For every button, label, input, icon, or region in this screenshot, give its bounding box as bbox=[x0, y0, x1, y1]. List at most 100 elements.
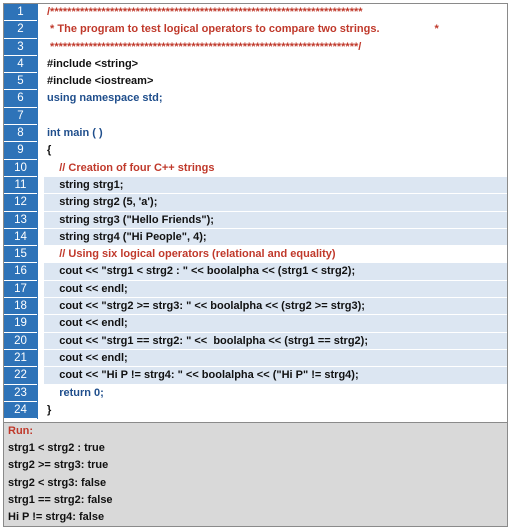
run-line: strg1 < strg2 : true bbox=[8, 442, 105, 455]
code-text: int main ( ) bbox=[44, 125, 507, 143]
line-number: 15 bbox=[4, 246, 37, 264]
code-line: 7 bbox=[4, 107, 507, 126]
line-number: 19 bbox=[4, 315, 37, 333]
code-line: 22 cout << "Hi P != strg4: " << boolalph… bbox=[4, 367, 507, 385]
code-statement: { bbox=[47, 144, 52, 157]
code-line: 23 return 0; bbox=[4, 384, 507, 402]
code-keyword: int main ( ) bbox=[47, 127, 103, 140]
gutter bbox=[37, 125, 44, 143]
code-statement: cout << endl; bbox=[47, 351, 128, 364]
code-statement: string strg2 (5, 'a'); bbox=[47, 196, 158, 209]
code-statement: cout << "Hi P != strg4: " << boolalpha <… bbox=[47, 369, 359, 382]
gutter bbox=[37, 228, 44, 247]
code-text: } bbox=[44, 402, 507, 420]
line-number: 16 bbox=[4, 263, 37, 281]
line-number: 1 bbox=[4, 4, 37, 22]
code-line: 5#include <iostream> bbox=[4, 73, 507, 91]
code-block: 1 /**************************************… bbox=[4, 4, 507, 420]
code-statement: cout << endl; bbox=[47, 282, 128, 295]
gutter bbox=[37, 142, 44, 160]
gutter bbox=[37, 194, 44, 212]
code-text: // Using six logical operators (relation… bbox=[44, 246, 507, 264]
code-statement: #include <iostream> bbox=[47, 75, 154, 88]
code-line: 4#include <string> bbox=[4, 55, 507, 74]
code-line: 14 string strg4 ("Hi People", 4); bbox=[4, 228, 507, 247]
line-number: 12 bbox=[4, 194, 37, 212]
code-comment: ****************************************… bbox=[47, 40, 362, 53]
line-number: 21 bbox=[4, 349, 37, 368]
code-text: cout << "strg1 == strg2: " << boolalpha … bbox=[44, 332, 507, 350]
gutter bbox=[37, 176, 44, 195]
gutter bbox=[37, 73, 44, 91]
code-text: { bbox=[44, 142, 507, 160]
code-text: * The program to test logical operators … bbox=[44, 21, 507, 39]
code-comment: /***************************************… bbox=[47, 6, 363, 18]
code-text: string strg1; bbox=[44, 176, 507, 195]
code-statement: string strg1; bbox=[47, 178, 124, 191]
line-number: 3 bbox=[4, 38, 37, 56]
code-line: 10 // Creation of four C++ strings bbox=[4, 159, 507, 177]
code-line: 20 cout << "strg1 == strg2: " << boolalp… bbox=[4, 332, 507, 350]
code-statement: cout << endl; bbox=[47, 317, 128, 330]
code-text: using namespace std; bbox=[44, 90, 507, 108]
code-line: 13 string strg3 ("Hello Friends"); bbox=[4, 211, 507, 229]
code-line: 12 string strg2 (5, 'a'); bbox=[4, 194, 507, 212]
gutter bbox=[37, 384, 44, 402]
code-line: 17 cout << endl; bbox=[4, 280, 507, 299]
code-line: 6 using namespace std; bbox=[4, 90, 507, 108]
line-number: 7 bbox=[4, 107, 37, 126]
code-statement: string strg3 ("Hello Friends"); bbox=[47, 213, 214, 226]
gutter bbox=[37, 315, 44, 333]
code-line: 2 * The program to test logical operator… bbox=[4, 21, 507, 39]
code-text: string strg4 ("Hi People", 4); bbox=[44, 228, 507, 247]
gutter bbox=[37, 367, 44, 385]
run-line: strg2 < strg3: false bbox=[8, 476, 107, 489]
code-text: // Creation of four C++ strings bbox=[44, 160, 507, 177]
code-text: cout << endl; bbox=[44, 315, 507, 333]
run-line: strg2 >= strg3: true bbox=[8, 459, 109, 472]
run-line: Hi P != strg4: false bbox=[8, 511, 105, 524]
gutter bbox=[37, 107, 44, 126]
gutter bbox=[37, 211, 44, 229]
code-text: cout << endl; bbox=[44, 349, 507, 368]
code-text: cout << "strg2 >= strg3: " << boolalpha … bbox=[44, 298, 507, 316]
line-number: 24 bbox=[4, 401, 37, 420]
code-line: 15 // Using six logical operators (relat… bbox=[4, 246, 507, 264]
code-text: return 0; bbox=[44, 385, 507, 402]
line-number: 13 bbox=[4, 211, 37, 229]
code-text: string strg2 (5, 'a'); bbox=[44, 194, 507, 212]
gutter bbox=[37, 298, 44, 316]
code-statement: cout << "strg2 >= strg3: " << boolalpha … bbox=[47, 300, 365, 313]
code-text: cout << "Hi P != strg4: " << boolalpha <… bbox=[44, 367, 507, 385]
code-text: cout << "strg1 < strg2 : " << boolalpha … bbox=[44, 263, 507, 281]
gutter bbox=[37, 280, 44, 299]
code-line: 3 **************************************… bbox=[4, 38, 507, 56]
line-number: 17 bbox=[4, 280, 37, 299]
run-output: Run: strg1 < strg2 : true strg2 >= strg3… bbox=[4, 422, 507, 526]
line-number: 23 bbox=[4, 384, 37, 402]
line-number: 10 bbox=[4, 159, 37, 177]
line-number: 20 bbox=[4, 332, 37, 350]
line-number: 6 bbox=[4, 90, 37, 108]
line-number: 22 bbox=[4, 367, 37, 385]
gutter bbox=[37, 21, 44, 39]
gutter bbox=[37, 246, 44, 264]
gutter bbox=[37, 38, 44, 56]
code-text: #include <string> bbox=[44, 56, 507, 74]
code-statement: cout << "strg1 == strg2: " << boolalpha … bbox=[47, 334, 368, 347]
code-line: 16 cout << "strg1 < strg2 : " << boolalp… bbox=[4, 263, 507, 281]
line-number: 2 bbox=[4, 21, 37, 39]
gutter bbox=[37, 332, 44, 350]
code-line: 19 cout << endl; bbox=[4, 315, 507, 333]
code-line: 1 /**************************************… bbox=[4, 4, 507, 22]
code-text bbox=[44, 108, 507, 126]
code-statement: } bbox=[47, 403, 52, 416]
code-text: cout << endl; bbox=[44, 280, 507, 299]
code-comment: // Creation of four C++ strings bbox=[47, 161, 215, 174]
line-number: 14 bbox=[4, 228, 37, 247]
gutter bbox=[37, 349, 44, 368]
gutter bbox=[37, 263, 44, 281]
gutter bbox=[37, 159, 44, 177]
run-line: strg1 == strg2: false bbox=[8, 493, 113, 506]
